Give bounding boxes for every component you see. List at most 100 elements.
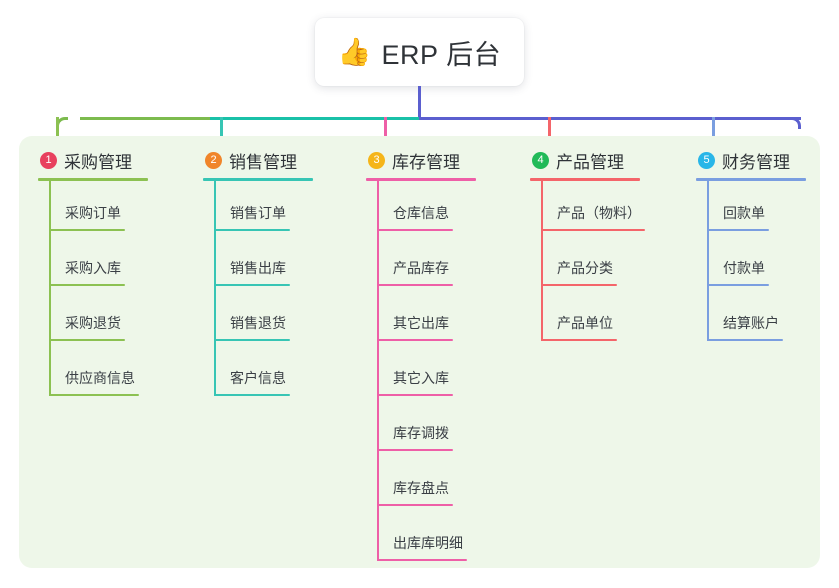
branch-spine-2 xyxy=(214,181,216,396)
branch-item-label: 库存盘点 xyxy=(393,480,449,496)
branch-item-label: 付款单 xyxy=(723,260,765,276)
branch-spine-3 xyxy=(377,181,379,561)
root-title: ERP 后台 xyxy=(381,39,502,70)
branch-item-label: 采购入库 xyxy=(65,260,121,276)
branch-item-label: 回款单 xyxy=(723,205,765,221)
branch-item[interactable]: 客户信息 xyxy=(214,346,351,401)
branch-title-5: 财务管理 xyxy=(722,152,790,172)
drop-line-product xyxy=(548,117,551,152)
branch-item-label: 产品库存 xyxy=(393,260,449,276)
branch-header-rule-3 xyxy=(366,178,476,181)
branch-item-label: 产品分类 xyxy=(557,260,613,276)
branch-item-label: 客户信息 xyxy=(230,370,286,386)
branch-column-5: 5 财务管理回款单付款单结算账户 xyxy=(696,148,816,346)
branch-item-rule xyxy=(214,229,290,231)
branch-item[interactable]: 付款单 xyxy=(707,236,816,291)
branch-item-rule xyxy=(49,229,125,231)
bus-segment-green xyxy=(80,117,210,120)
branch-spine-1 xyxy=(49,181,51,396)
branch-item-label: 结算账户 xyxy=(723,315,779,331)
branch-item[interactable]: 其它出库 xyxy=(377,291,514,346)
branch-item-label: 产品单位 xyxy=(557,315,613,331)
branch-title-1: 采购管理 xyxy=(64,152,132,172)
branch-badge-2: 2 xyxy=(205,151,222,169)
branch-item[interactable]: 出库库明细 xyxy=(377,511,514,566)
branch-item-label: 其它入库 xyxy=(393,370,449,386)
branch-item-label: 出库库明细 xyxy=(393,535,463,551)
branch-item-label: 销售订单 xyxy=(230,205,286,221)
branch-item-label: 销售出库 xyxy=(230,260,286,276)
branch-item[interactable]: 结算账户 xyxy=(707,291,816,346)
branch-item[interactable]: 采购入库 xyxy=(49,236,186,291)
branch-item[interactable]: 采购退货 xyxy=(49,291,186,346)
branch-header-5[interactable]: 5 财务管理 xyxy=(696,148,816,172)
branch-item[interactable]: 产品单位 xyxy=(541,291,685,346)
branch-item-rule xyxy=(214,394,290,396)
branch-item[interactable]: 采购订单 xyxy=(49,181,186,236)
branch-header-rule-2 xyxy=(203,178,313,181)
branch-item-rule xyxy=(377,504,453,506)
branch-item-rule xyxy=(49,339,125,341)
branch-item[interactable]: 产品库存 xyxy=(377,236,514,291)
root-node[interactable]: 👍 ERP 后台 xyxy=(315,18,524,86)
branch-item[interactable]: 销售订单 xyxy=(214,181,351,236)
branch-items-2: 销售订单销售出库销售退货客户信息 xyxy=(214,181,351,401)
thumbs-up-icon: 👍 xyxy=(337,36,372,67)
branch-item-label: 采购订单 xyxy=(65,205,121,221)
branch-column-4: 4 产品管理产品（物料） 产品分类产品单位 xyxy=(530,148,685,346)
branch-item-rule xyxy=(707,229,769,231)
branch-title-2: 销售管理 xyxy=(229,152,297,172)
branch-item[interactable]: 仓库信息 xyxy=(377,181,514,236)
branch-header-2[interactable]: 2 销售管理 xyxy=(203,148,351,172)
branch-items-3: 仓库信息产品库存其它出库其它入库库存调拨库存盘点出库库明细 xyxy=(377,181,514,566)
branch-spine-4 xyxy=(541,181,543,341)
branch-badge-4: 4 xyxy=(532,151,549,169)
branch-column-1: 1 采购管理采购订单采购入库采购退货供应商信息 xyxy=(38,148,186,401)
branch-item-rule xyxy=(377,339,453,341)
branch-item-label: 仓库信息 xyxy=(393,205,449,221)
trunk-connector xyxy=(418,86,421,118)
branch-title-3: 库存管理 xyxy=(392,152,460,172)
branch-item-label: 采购退货 xyxy=(65,315,121,331)
branch-item-rule xyxy=(707,339,783,341)
branch-badge-5: 5 xyxy=(698,151,715,169)
branch-header-4[interactable]: 4 产品管理 xyxy=(530,148,685,172)
branch-item[interactable]: 其它入库 xyxy=(377,346,514,401)
branch-item[interactable]: 供应商信息 xyxy=(49,346,186,401)
branch-badge-1: 1 xyxy=(40,151,57,169)
branch-item-rule xyxy=(377,449,453,451)
branch-item-rule xyxy=(49,284,125,286)
branch-item-rule xyxy=(377,284,453,286)
branch-item[interactable]: 销售出库 xyxy=(214,236,351,291)
branch-header-1[interactable]: 1 采购管理 xyxy=(38,148,186,172)
branch-item-rule xyxy=(541,339,617,341)
branch-item-label: 供应商信息 xyxy=(65,370,135,386)
bus-corner-right xyxy=(789,117,801,129)
branch-item-rule xyxy=(541,229,645,231)
bus-segment-blue xyxy=(419,117,801,120)
branch-item[interactable]: 销售退货 xyxy=(214,291,351,346)
branch-header-rule-4 xyxy=(530,178,640,181)
drop-line-purchase xyxy=(56,117,59,152)
branch-item-rule xyxy=(541,284,617,286)
branch-item-rule xyxy=(214,339,290,341)
branch-item[interactable]: 库存调拨 xyxy=(377,401,514,456)
branch-item-rule xyxy=(377,394,453,396)
drop-line-inventory xyxy=(384,117,387,152)
branch-item-rule xyxy=(377,559,467,561)
branch-item[interactable]: 产品（物料） xyxy=(541,181,685,236)
branch-item[interactable]: 回款单 xyxy=(707,181,816,236)
branch-item-rule xyxy=(214,284,290,286)
bus-segment-teal xyxy=(210,117,419,120)
branch-items-4: 产品（物料） 产品分类产品单位 xyxy=(541,181,685,346)
drop-line-finance xyxy=(712,117,715,152)
branch-item[interactable]: 库存盘点 xyxy=(377,456,514,511)
branch-item[interactable]: 产品分类 xyxy=(541,236,685,291)
branches-panel xyxy=(19,136,820,568)
branch-header-rule-5 xyxy=(696,178,806,181)
drop-line-sales xyxy=(220,117,223,152)
branch-title-4: 产品管理 xyxy=(556,152,624,172)
